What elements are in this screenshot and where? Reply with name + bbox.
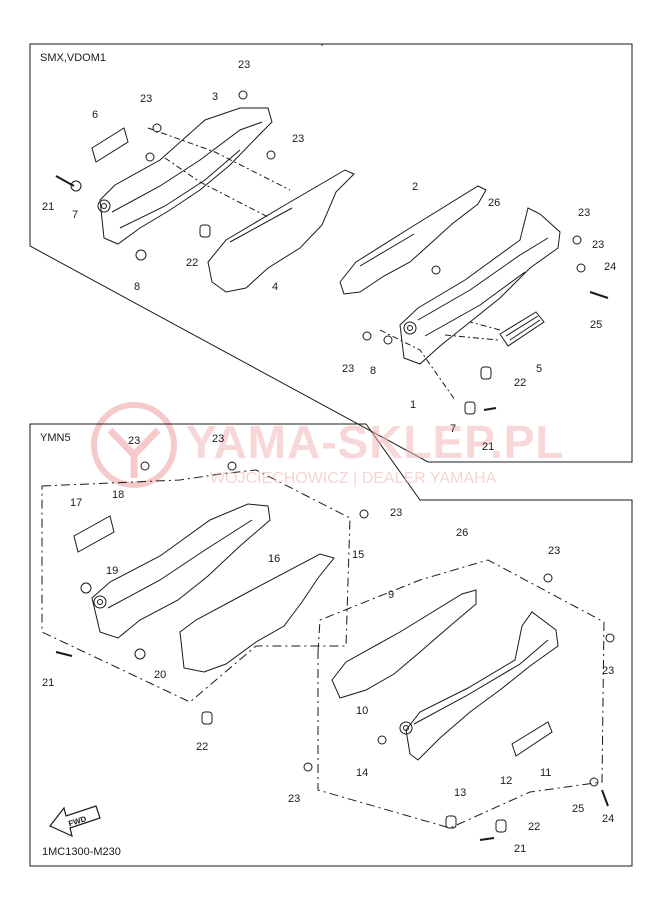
callout-label: 10: [356, 705, 369, 717]
callout-label: 25: [590, 319, 603, 331]
callout-label: 23: [602, 665, 615, 677]
callout-label: 22: [528, 821, 541, 833]
cover-right-1: [399, 207, 561, 365]
callout-label: 24: [602, 813, 615, 825]
callout-label: 13: [454, 787, 467, 799]
callout-label: 18: [112, 489, 125, 501]
fwd-label: FWD: [67, 814, 87, 828]
subframe-15: [41, 469, 351, 703]
callout-label: 4: [272, 281, 279, 293]
callout-label: 23: [390, 507, 403, 519]
callout-label: 21: [42, 677, 55, 689]
callout-label: 26: [488, 197, 501, 209]
emblem-17: [73, 515, 115, 553]
callout-label: 23: [288, 793, 301, 805]
callout-label: 23: [548, 545, 561, 557]
callout-label: 23: [238, 59, 251, 71]
callout-label: 16: [268, 553, 281, 565]
emblem-11: [511, 721, 553, 757]
callout-label: 19: [106, 565, 119, 577]
callout-label: 15: [352, 549, 365, 561]
callout-label: 1: [410, 399, 417, 411]
callout-label: 3: [212, 91, 219, 103]
callout-label: 22: [186, 257, 199, 269]
diagram-code: 1MC1300-M230: [42, 846, 121, 858]
callout-label: 23: [342, 363, 355, 375]
callout-label: 2: [412, 181, 419, 193]
callout-label: 23: [212, 433, 225, 445]
callout-label: 26: [456, 527, 469, 539]
fwd-arrow-icon: [49, 805, 101, 838]
callout-label: 24: [604, 261, 617, 273]
callout-label: 17: [70, 497, 83, 509]
callout-label: 21: [42, 201, 55, 213]
callout-label: 20: [154, 669, 167, 681]
callout-label: 23: [578, 207, 591, 219]
callout-label: 14: [356, 767, 369, 779]
callout-label: 21: [482, 441, 495, 453]
watermark-subtitle: WOJCIECHOWICZ | DEALER YAMAHA: [210, 470, 497, 487]
callout-label: 7: [450, 423, 457, 435]
callout-label: 6: [92, 109, 99, 121]
callout-label: 25: [572, 803, 585, 815]
callout-label: 22: [514, 377, 527, 389]
callout-label: 7: [72, 209, 79, 221]
panel-4: [207, 169, 355, 293]
callout-label: 5: [536, 363, 543, 375]
section-frame-ymn5: [29, 423, 633, 867]
callout-label: 22: [196, 741, 209, 753]
emblem-6: [91, 127, 129, 163]
watermark-title: YAMA-SKLEP.PL: [186, 416, 565, 468]
callout-label: 8: [134, 281, 141, 293]
callout-label: 23: [292, 133, 305, 145]
callout-label: 8: [370, 365, 377, 377]
emblem-5: [499, 311, 545, 347]
callout-label: 23: [140, 93, 153, 105]
subframe-9: [317, 559, 605, 829]
section-title-smx: SMX,VDOM1: [40, 52, 107, 64]
callout-label: 11: [540, 767, 552, 779]
callout-label: 9: [388, 589, 395, 601]
callout-label: 21: [514, 843, 527, 855]
callout-label: 23: [128, 435, 141, 447]
section-frame-smx: [29, 43, 633, 463]
section-title-ymn5: YMN5: [40, 432, 71, 444]
callout-label: 23: [592, 239, 605, 251]
watermark-logo: [91, 402, 177, 488]
callout-label: 12: [500, 775, 513, 787]
cover-left-3: [99, 107, 273, 245]
panel-2: [339, 185, 487, 295]
